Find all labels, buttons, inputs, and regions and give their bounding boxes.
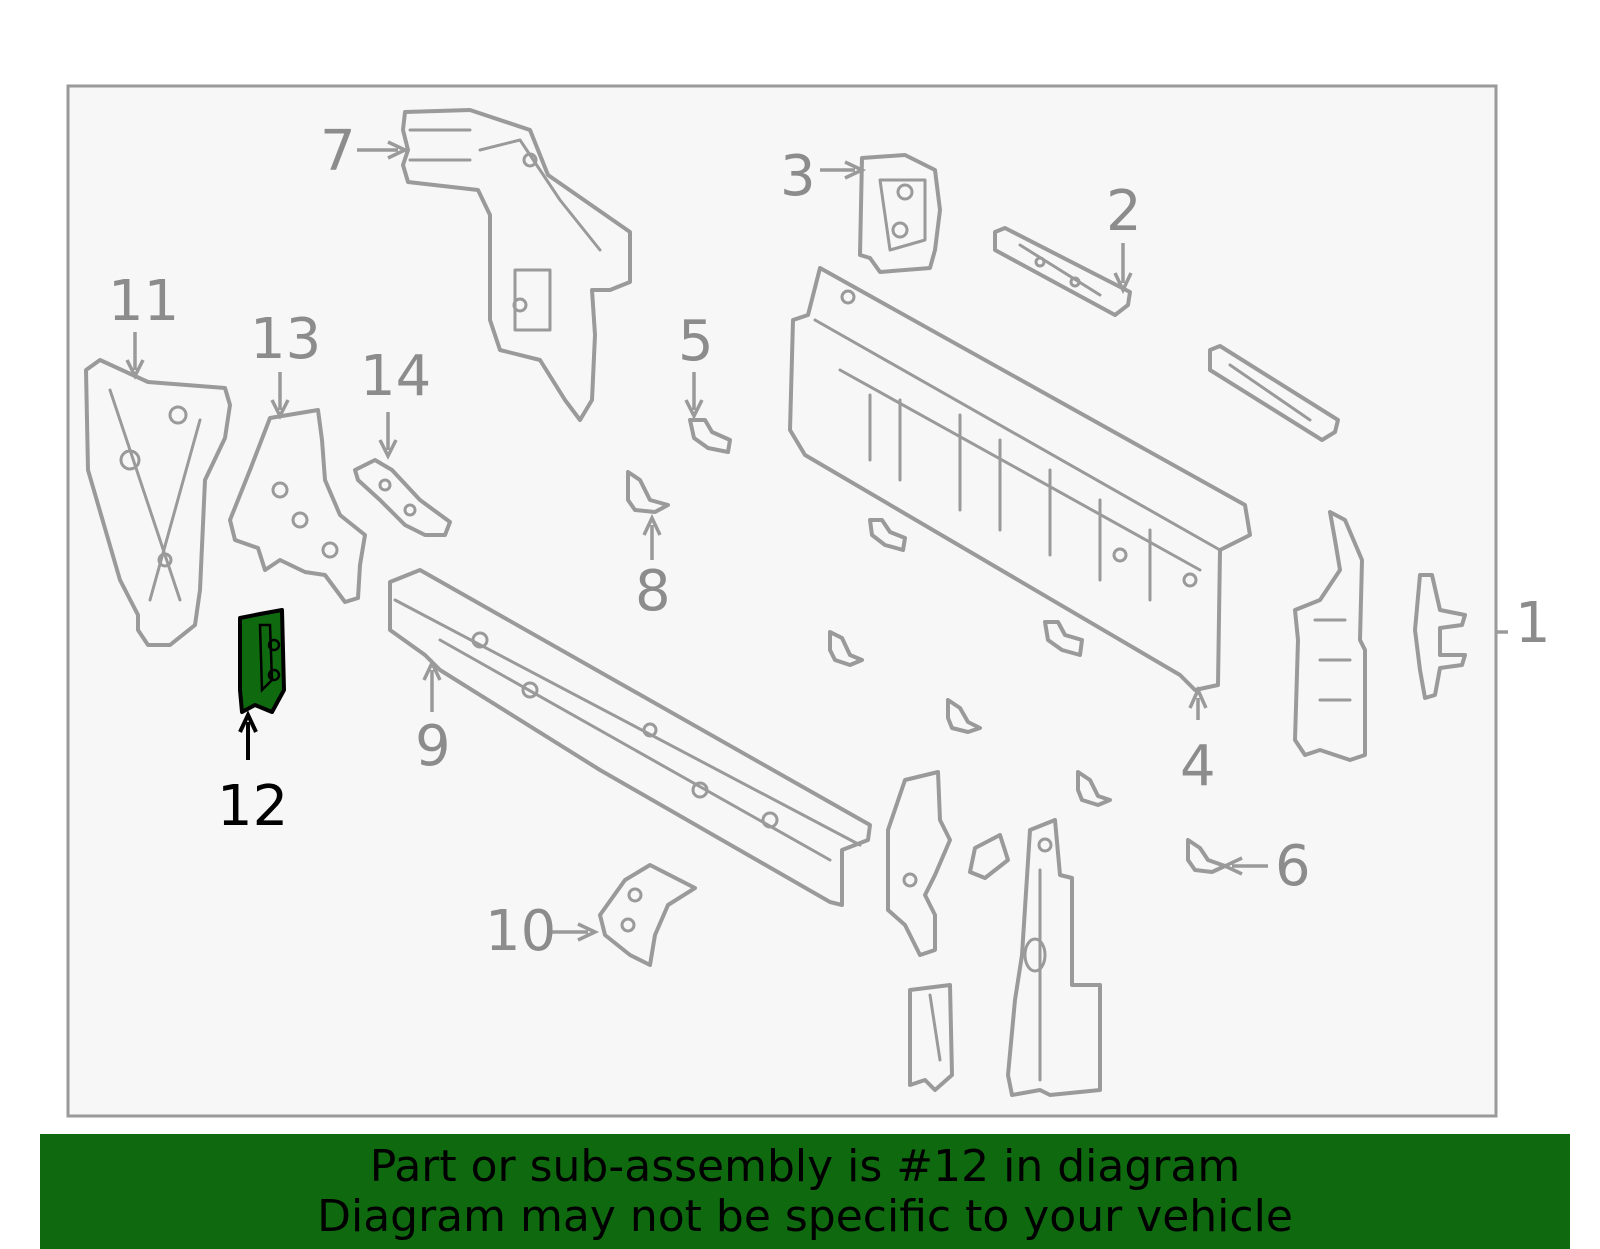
- part-4[interactable]: [788, 266, 1252, 692]
- callout-6: 6: [1275, 834, 1311, 899]
- leader-10: [548, 922, 600, 942]
- leader-13: [270, 372, 290, 420]
- leader-3: [820, 160, 867, 180]
- clip-f[interactable]: [968, 833, 1010, 880]
- part-8[interactable]: [626, 470, 670, 514]
- callout-4: 4: [1180, 734, 1216, 799]
- leader-9: [422, 658, 442, 712]
- callout-2: 2: [1106, 179, 1142, 244]
- callout-13: 13: [250, 307, 321, 372]
- callout-9: 9: [415, 714, 451, 779]
- part-2[interactable]: [993, 226, 1132, 317]
- callout-10: 10: [485, 899, 556, 964]
- leader-5: [684, 372, 704, 420]
- clip-b[interactable]: [1043, 620, 1084, 657]
- part-10[interactable]: [598, 863, 697, 967]
- part-12[interactable]: [238, 608, 286, 714]
- leader-2: [1113, 243, 1133, 295]
- clip-a[interactable]: [868, 518, 907, 552]
- leader-8: [642, 513, 662, 560]
- leader-11: [125, 332, 145, 380]
- assembly-frame: [66, 84, 1498, 1118]
- callout-8: 8: [635, 559, 671, 624]
- clip-d[interactable]: [946, 698, 982, 734]
- leader-7: [357, 140, 410, 160]
- callout-5: 5: [678, 309, 714, 374]
- part-2-reinforcement[interactable]: [1208, 344, 1340, 442]
- banner-line-part: Part or sub-assembly is #12 in diagram: [369, 1141, 1241, 1192]
- info-banner: Part or sub-assembly is #12 in diagram D…: [40, 1134, 1570, 1249]
- callout-1: 1: [1515, 591, 1551, 656]
- part-6[interactable]: [1186, 838, 1227, 874]
- banner-line-disclaimer: Diagram may not be specific to your vehi…: [317, 1191, 1293, 1242]
- callout-11: 11: [108, 269, 179, 334]
- lower-pillar-left[interactable]: [886, 770, 952, 957]
- part-5[interactable]: [688, 418, 732, 454]
- part-14[interactable]: [353, 458, 452, 537]
- lower-pillar-centre[interactable]: [1006, 818, 1102, 1097]
- callout-14: 14: [360, 344, 431, 409]
- leader-6: [1220, 856, 1268, 876]
- part-11[interactable]: [84, 358, 232, 647]
- part-3[interactable]: [858, 153, 942, 274]
- callout-12: 12: [217, 774, 288, 839]
- leader-14: [378, 412, 398, 460]
- callout-7: 7: [320, 119, 356, 184]
- part-7[interactable]: [401, 108, 632, 422]
- leader-4: [1188, 685, 1208, 720]
- lower-pillar-bracket[interactable]: [908, 983, 954, 1092]
- part-9[interactable]: [388, 568, 872, 907]
- leader-12: [238, 710, 258, 760]
- callout-3: 3: [780, 144, 816, 209]
- part-13[interactable]: [228, 408, 367, 604]
- clip-c[interactable]: [828, 630, 864, 667]
- part-1-side-member[interactable]: [1293, 510, 1367, 762]
- part-1-bracket[interactable]: [1413, 573, 1467, 700]
- clip-e[interactable]: [1076, 770, 1112, 807]
